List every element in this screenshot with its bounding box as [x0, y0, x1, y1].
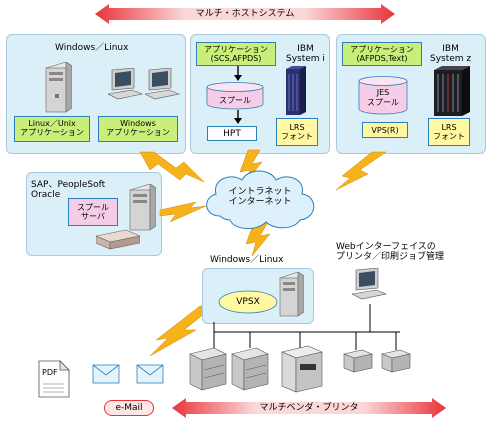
desktop-printer-icon [380, 349, 412, 373]
system-i-app-line2: (SCS,AFPDS) [210, 54, 262, 63]
system-i-app-box: アプリケーション (SCS,AFPDS) [196, 42, 276, 66]
pc-icon [108, 68, 144, 100]
system-i-lrs: LRS [289, 123, 305, 132]
system-i-name: System i [286, 54, 325, 64]
sap-title: SAP、PeopleSoft Oracle [31, 180, 105, 200]
vpsx-ellipse [218, 290, 278, 314]
bolt-icon [159, 201, 207, 223]
system-i-spool-label: スプール [219, 96, 251, 105]
system-z-label: IBM System z [430, 44, 471, 64]
pdf-label: PDF [42, 368, 58, 377]
system-z-font: フォント [433, 132, 465, 141]
windows-linux-title: Windows／Linux [55, 43, 129, 53]
jes-spool-cylinder-icon [358, 76, 408, 115]
mail-envelope-icon [136, 364, 164, 384]
pc-icon [145, 68, 181, 100]
windows-app-line2: アプリケーション [106, 128, 170, 137]
server-tower-icon [45, 62, 72, 113]
down-arrow-icon [234, 110, 242, 124]
system-z-app-line2: (AFPDS,Text) [356, 54, 408, 63]
vpsx-label: VPSX [236, 297, 260, 307]
linux-app-line1: Linux／Unix [28, 119, 76, 128]
copier-printer-icon [189, 347, 227, 391]
hpt-label: HPT [223, 129, 241, 139]
spool-server-box: スプール サーバ [68, 198, 118, 226]
system-i-label: IBM System i [286, 44, 325, 64]
vps-label: VPS(R) [371, 126, 399, 135]
bolt-icon [245, 221, 271, 257]
system-i-app-line1: アプリケーション [204, 45, 268, 54]
sap-server-tower-icon [129, 184, 156, 231]
pdf-document-icon [38, 360, 70, 398]
bolt-icon [139, 151, 205, 183]
system-z-app-box: アプリケーション (AFPDS,Text) [342, 42, 422, 66]
vpsx-server-tower-icon [279, 272, 304, 317]
down-arrow-icon [234, 66, 242, 81]
jes-line: JES [376, 88, 390, 97]
system-i-font: フォント [281, 132, 313, 141]
bolt-icon [335, 151, 387, 191]
system-i-ibm: IBM [297, 44, 314, 54]
system-i-lrs-font-box: LRS フォント [276, 118, 318, 146]
ibm-system-i-server-icon [286, 66, 306, 115]
multi-host-label: マルチ・ホストシステム [195, 9, 295, 19]
hpt-box: HPT [207, 126, 257, 141]
web-interface-label: Webインターフェイスの プリンタ／印刷ジョブ管理 [336, 242, 444, 262]
system-z-ibm: IBM [442, 44, 459, 54]
mail-envelope-icon [92, 364, 120, 384]
spool-server-line2: サーバ [81, 212, 105, 221]
windows-app-box: Windows アプリケーション [98, 116, 178, 142]
intranet-label: イントラネット [228, 187, 292, 197]
email-badge: e-Mail [104, 400, 154, 416]
system-z-lrs-font-box: LRS フォント [428, 118, 470, 146]
web-interface-line1: Webインターフェイスの [336, 242, 436, 252]
linux-app-line2: アプリケーション [20, 128, 84, 137]
system-z-name: System z [430, 54, 472, 64]
ibm-system-z-server-icon [434, 66, 470, 116]
sap-title-line2: Oracle [31, 190, 61, 200]
multi-host-arrow [95, 4, 395, 24]
production-printer-icon [281, 345, 323, 393]
jes-spool-label: JES スプール [358, 88, 408, 108]
server-unit-icon [96, 229, 140, 250]
desktop-printer-icon [342, 349, 374, 373]
vpsx-server-title: Windows／Linux [210, 255, 284, 265]
spool-server-line1: スプール [77, 203, 109, 212]
multi-vendor-label: マルチベンダ・プリンタ [259, 403, 359, 413]
internet-label: インターネット [228, 197, 292, 207]
web-admin-pc-icon [352, 268, 388, 300]
network-cloud-icon [206, 170, 315, 229]
network-cloud-label: イントラネット インターネット [198, 187, 322, 207]
web-interface-line2: プリンタ／印刷ジョブ管理 [336, 252, 445, 262]
linux-unix-app-box: Linux／Unix アプリケーション [14, 116, 90, 142]
copier-printer-icon [231, 347, 269, 391]
system-z-lrs: LRS [441, 123, 457, 132]
windows-app-line1: Windows [120, 119, 156, 128]
spool-cylinder-icon [206, 82, 264, 110]
vps-box: VPS(R) [362, 122, 408, 138]
system-z-app-line1: アプリケーション [350, 45, 414, 54]
multi-vendor-arrow [172, 398, 446, 418]
spool-line: スプール [367, 98, 399, 107]
sap-title-line1: SAP、PeopleSoft [31, 180, 106, 190]
